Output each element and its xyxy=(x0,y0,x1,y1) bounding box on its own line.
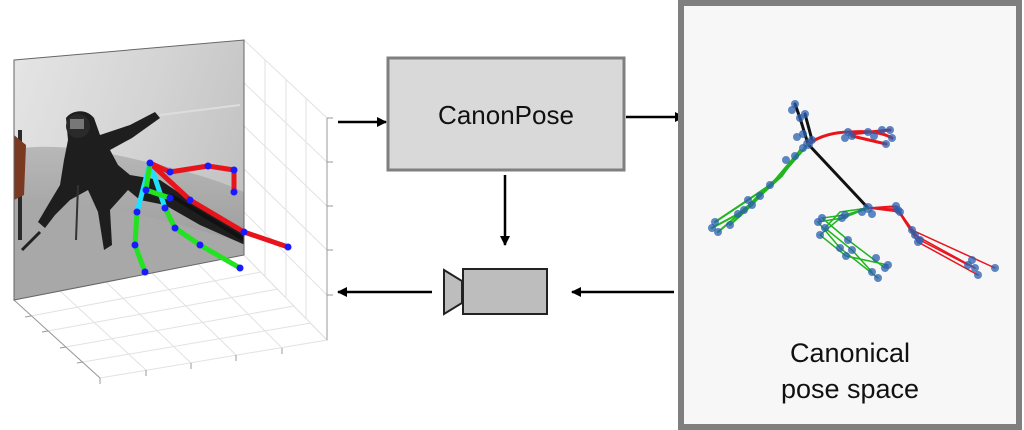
pose-joint xyxy=(230,188,238,196)
pose-right-arm xyxy=(167,163,211,175)
pose-left-leg xyxy=(172,225,203,248)
pose-joint xyxy=(196,241,204,249)
pose-joint xyxy=(131,241,139,249)
canonical-right-leg xyxy=(867,205,996,276)
pose-joint xyxy=(141,268,149,276)
canonical-space-label-line1: Canonical xyxy=(790,338,910,368)
plot-back-wall xyxy=(243,38,328,342)
pose-left-arm xyxy=(143,187,173,201)
canonical-3d-pose-cloud xyxy=(708,100,999,282)
pose-right-leg xyxy=(187,197,247,235)
pose-joint xyxy=(166,194,174,202)
pose-joint xyxy=(133,208,141,216)
pose-joint xyxy=(161,204,169,212)
pose-joint xyxy=(142,186,150,194)
3d-plot-with-input-image xyxy=(12,38,333,384)
pose-left-leg xyxy=(132,209,140,248)
pose-joint xyxy=(230,166,238,174)
pose-joint xyxy=(166,168,174,176)
pose-torso-segment xyxy=(147,160,168,211)
canonical-space-label-line2: pose space xyxy=(781,374,919,404)
input-image-frame xyxy=(13,39,245,301)
pose-joint xyxy=(284,243,292,251)
pose-left-arm xyxy=(143,160,153,193)
input-image-skier xyxy=(14,40,244,300)
flow-arrows xyxy=(337,112,685,297)
pose-joint xyxy=(236,264,244,272)
camera-body-icon xyxy=(462,268,548,315)
pose-left-leg xyxy=(132,242,148,275)
pose-right-leg xyxy=(147,160,193,203)
pose-joint xyxy=(204,162,212,170)
pose-right-arm xyxy=(205,163,237,173)
canonpose-network-box: CanonPose xyxy=(386,56,626,172)
canonpose-label: CanonPose xyxy=(438,100,574,130)
pose-right-leg xyxy=(241,229,291,250)
pose-left-leg xyxy=(197,242,243,271)
pose-left-leg xyxy=(162,205,178,231)
camera-lens-icon xyxy=(443,268,463,316)
camera-icon xyxy=(443,268,548,316)
pose-joint xyxy=(240,228,248,236)
canonpose-box-rect xyxy=(386,56,626,172)
canonical-pose-space-panel: Canonical pose space xyxy=(678,0,1022,430)
plot-axis-ticks xyxy=(13,117,333,384)
pose-joint xyxy=(186,196,194,204)
canonical-joint-points xyxy=(708,100,999,282)
pose-joint xyxy=(171,224,179,232)
pose-joint xyxy=(146,159,154,167)
detected-2d-pose xyxy=(131,159,292,276)
